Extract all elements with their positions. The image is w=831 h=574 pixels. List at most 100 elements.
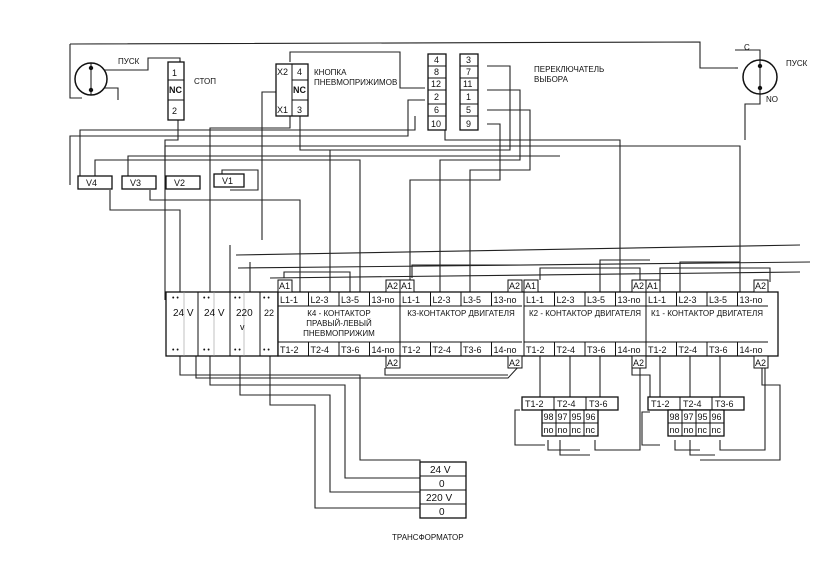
contactor-2-bottom-0: T1-2 [402, 345, 421, 355]
relay-2-state-3: nc [712, 425, 722, 435]
relay-1-state-0: no [544, 425, 554, 435]
contactor-1-top-3: 13-no [372, 295, 395, 305]
term-dots-bottom-3: • • [263, 347, 270, 354]
term-label-22: 22 [264, 308, 274, 318]
contactor-3-a2-bottom: A2 [633, 358, 644, 368]
term-label-24v-a: 24 V [173, 308, 194, 319]
term-dots-0: • • [172, 295, 179, 302]
pneumo-x1: X1 [277, 105, 288, 115]
pneumo-label-1: КНОПКА [314, 68, 347, 77]
contact-no: NO [766, 95, 778, 104]
stop-pin-1: 1 [172, 68, 177, 78]
contactor-3-bottom-2: T3-6 [587, 345, 606, 355]
term-dots-bottom-0: • • [172, 347, 179, 354]
relay-1-top-2: T3-6 [589, 399, 608, 409]
sel-right-5: 9 [466, 119, 471, 129]
contactor-3-a2-top: A2 [633, 281, 644, 291]
contactor-4-top-2: L3-5 [709, 295, 727, 305]
contactor-4-top-0: L1-1 [648, 295, 666, 305]
contactor-3-a1: A1 [525, 281, 536, 291]
relay-2-top-2: T3-6 [715, 399, 734, 409]
contactor-4-a2-top: A2 [755, 281, 766, 291]
sel-left-3: 2 [434, 92, 439, 102]
stop-label: СТОП [194, 77, 216, 86]
sel-right-0: 3 [466, 55, 471, 65]
contactor-4-top-3: 13-no [740, 295, 763, 305]
sel-right-1: 7 [466, 67, 471, 77]
selector-switch: 4 8 12 2 6 10 3 7 11 1 5 9 ПЕРЕКЛЮЧАТЕЛЬ… [427, 53, 604, 131]
contactor-4-a2-bottom: A2 [755, 358, 766, 368]
stop-nc: NC [169, 85, 182, 95]
contactor-3-top-0: L1-1 [526, 295, 544, 305]
term-label-220: 220 [236, 308, 253, 319]
trans-row-0a: 0 [439, 479, 445, 490]
relay-1-num-0: 98 [544, 412, 554, 422]
stop-switch: 1 NC 2 СТОП [167, 61, 216, 121]
contactor-4-bottom-1: T2-4 [679, 345, 698, 355]
contactor-3-bottom-0: T1-2 [526, 345, 545, 355]
contactor-1-bottom-2: T3-6 [341, 345, 360, 355]
valves: V4 V3 V2 V1 [77, 173, 245, 190]
relay-1-state-2: nc [572, 425, 582, 435]
relay-1-num-1: 97 [558, 412, 568, 422]
contactor-1-top-1: L2-3 [311, 295, 329, 305]
pneumo-clamp-button: X2 X1 4 NC 3 КНОПКА ПНЕВМОПРИЖИМОВ [275, 63, 397, 117]
contactor-2-a2-bottom: A2 [509, 358, 520, 368]
relay-2-state-2: nc [698, 425, 708, 435]
contactor-3-bottom-3: 14-no [618, 345, 641, 355]
sel-right-3: 1 [466, 92, 471, 102]
valve-v2: V2 [174, 178, 185, 188]
transformer: 24 V 0 220 V 0 ТРАНСФОРМАТОР [392, 461, 467, 542]
trans-row-24v: 24 V [430, 465, 451, 476]
contactor-4-name-0: К1 - КОНТАКТОР ДВИГАТЕЛЯ [651, 309, 763, 318]
sel-left-1: 8 [434, 67, 439, 77]
valve-v3: V3 [130, 178, 141, 188]
contactor-3-top-3: 13-no [618, 295, 641, 305]
contactor-4-bottom-0: T1-2 [648, 345, 667, 355]
sel-left-5: 10 [431, 119, 441, 129]
contactor-2-top-2: L3-5 [463, 295, 481, 305]
relay-1-state-1: no [558, 425, 568, 435]
contactor-1-bottom-3: 14-no [372, 345, 395, 355]
contactor-4-bottom-3: 14-no [740, 345, 763, 355]
contactor-1-bottom-1: T2-4 [311, 345, 330, 355]
contactor-2-bottom-3: 14-no [494, 345, 517, 355]
term-dots-3: • • [263, 295, 270, 302]
contactor-4-a1: A1 [647, 281, 658, 291]
transformer-label: ТРАНСФОРМАТОР [392, 533, 464, 542]
contactor-2-bottom-1: T2-4 [433, 345, 452, 355]
contactor-1-a2-top: A2 [387, 281, 398, 291]
trans-row-0b: 0 [439, 507, 445, 518]
relay-2-top-1: T2-4 [683, 399, 702, 409]
contactor-3-top-1: L2-3 [557, 295, 575, 305]
relay-2-num-0: 98 [670, 412, 680, 422]
contactor-2-top-3: 13-no [494, 295, 517, 305]
contactor-1-name-1: ПРАВЫЙ-ЛЕВЫЙ [306, 319, 372, 328]
sel-right-4: 5 [466, 105, 471, 115]
term-dots-bottom-1: • • [203, 347, 210, 354]
contactor-1-bottom-0: T1-2 [280, 345, 299, 355]
contactor-2-top-1: L2-3 [433, 295, 451, 305]
relay-1-num-2: 95 [572, 412, 582, 422]
selector-label-2: ВЫБОРА [534, 75, 569, 84]
contactor-3-bottom-1: T2-4 [557, 345, 576, 355]
relay-1-state-3: nc [586, 425, 596, 435]
start-label-right: ПУСК [786, 59, 808, 68]
relay-2-num-3: 96 [712, 412, 722, 422]
contactor-2-name-0: К3-КОНТАКТОР ДВИГАТЕЛЯ [407, 309, 515, 318]
sel-left-4: 6 [434, 105, 439, 115]
contactor-1-top-0: L1-1 [280, 295, 298, 305]
contactor-1-a1: A1 [279, 281, 290, 291]
relay-1-top-0: T1-2 [525, 399, 544, 409]
start-button-right: C NO ПУСК [742, 43, 808, 104]
contactor-2-a2-top: A2 [509, 281, 520, 291]
contactor-3-name-0: К2 - КОНТАКТОР ДВИГАТЕЛЯ [529, 309, 641, 318]
relay-1-num-3: 96 [586, 412, 596, 422]
relay-2-state-1: no [684, 425, 694, 435]
contactor-3-top-2: L3-5 [587, 295, 605, 305]
